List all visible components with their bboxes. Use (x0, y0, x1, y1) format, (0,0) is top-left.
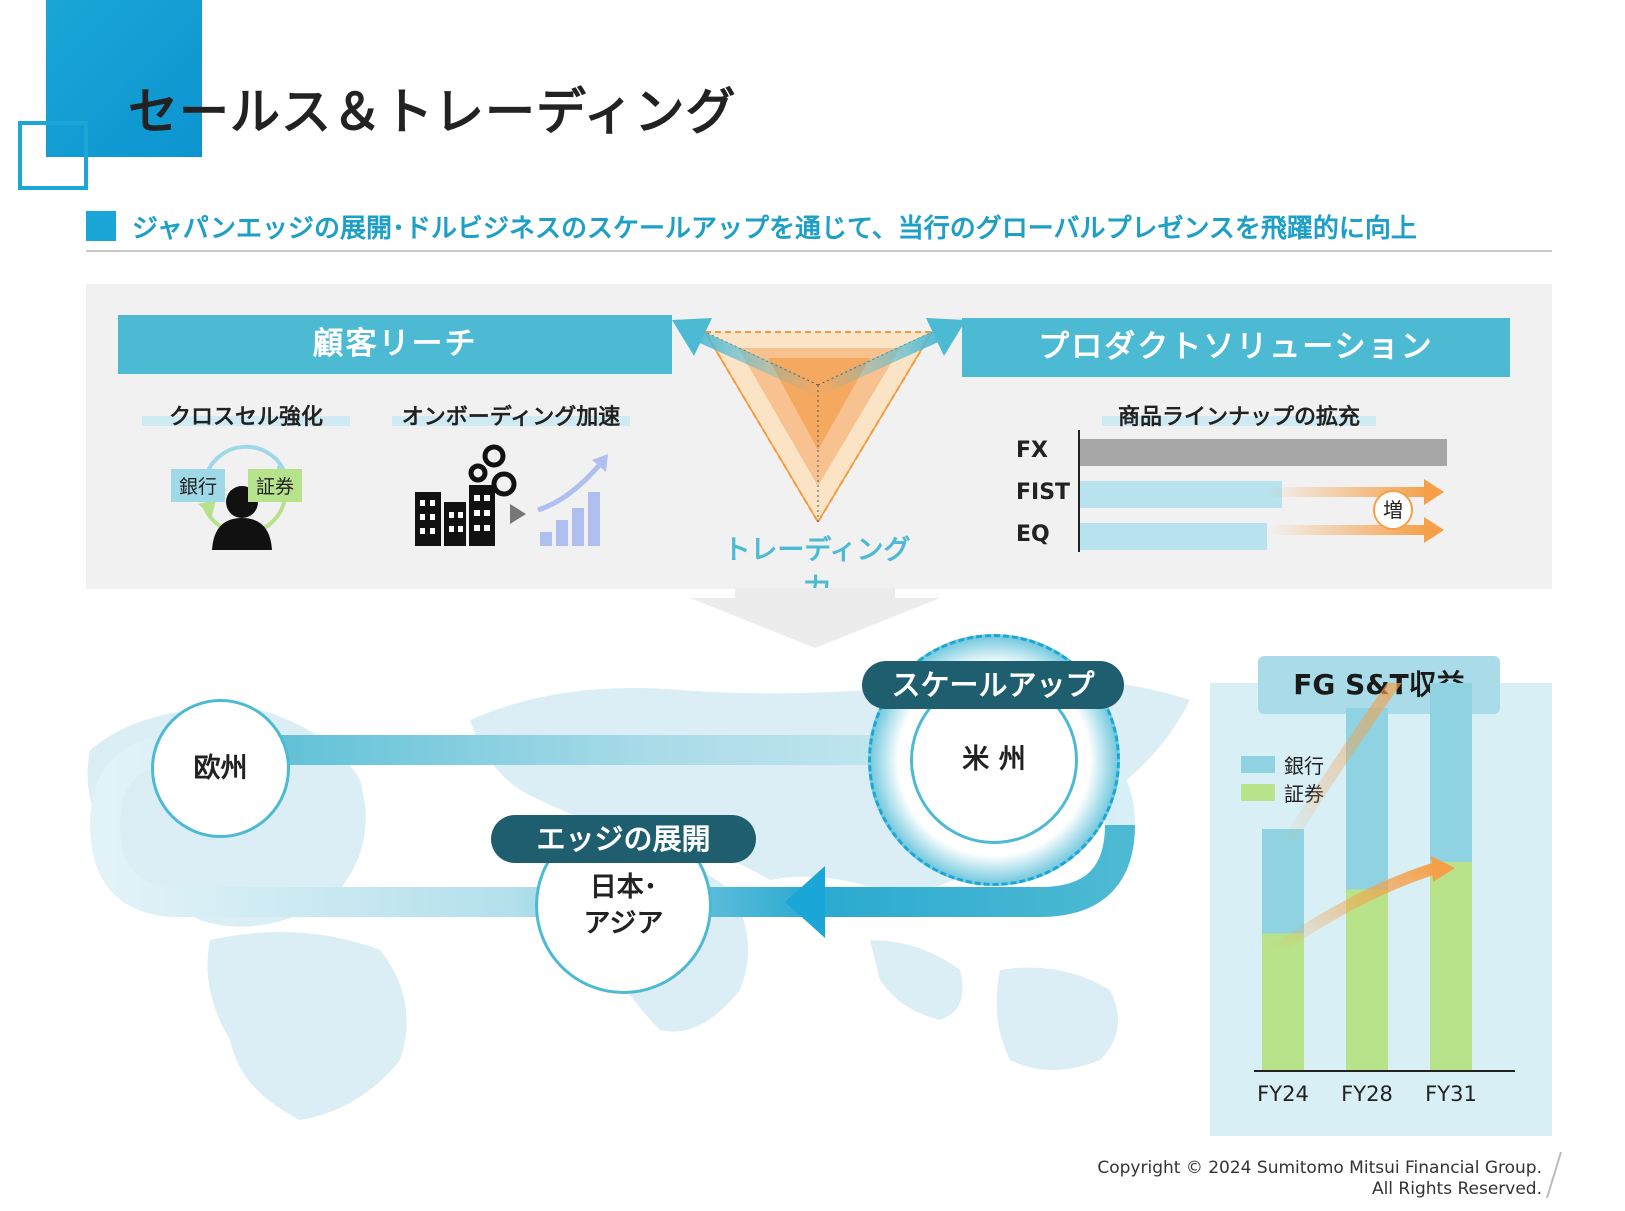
header-blue-square (46, 0, 202, 157)
subtitle-rule (86, 250, 1552, 252)
scale-up-pill: スケールアップ (862, 661, 1124, 709)
cross-sell-highlight (142, 416, 350, 426)
growth-arrow-bank (1277, 683, 1402, 853)
copyright-line1: Copyright © 2024 Sumitomo Mitsui Financi… (1097, 1158, 1542, 1178)
bar-securities (1346, 889, 1388, 1071)
onboarding-icon (415, 444, 608, 546)
x-tick-label: FY24 (1257, 1082, 1309, 1106)
copyright: Copyright © 2024 Sumitomo Mitsui Financi… (1097, 1158, 1542, 1200)
product-bar-axis (1078, 430, 1080, 552)
header-outline-square (18, 121, 88, 190)
europe-node: 欧州 (151, 699, 290, 838)
copyright-line2: All Rights Reserved. (1371, 1179, 1542, 1199)
product-bar-label: FX (1016, 438, 1048, 463)
lineup-highlight (1102, 416, 1376, 426)
trading-triangle-diagram (672, 318, 966, 524)
japan-asia-line2: アジア (583, 907, 664, 939)
bar-securities (1430, 862, 1472, 1071)
legend-swatch-securities (1241, 784, 1275, 801)
bar-securities (1262, 933, 1304, 1071)
subtitle-marker (86, 211, 116, 241)
cross-sell-label: クロスセル強化 (168, 405, 323, 430)
x-tick-label: FY28 (1341, 1082, 1393, 1106)
page-title: セールス＆トレーディング (128, 83, 737, 141)
cross-sell-tag-bank: 銀行 (171, 469, 226, 502)
product-bar (1080, 481, 1282, 508)
flow-down-chevron (690, 588, 940, 648)
cross-sell-tag-securities: 証券 (248, 469, 303, 502)
product-bar (1080, 523, 1267, 550)
product-solution-banner: プロダクトソリューション (962, 318, 1510, 377)
page-subtitle: ジャパンエッジの展開･ドルビジネスのスケールアップを通じて、当行のグローバルプレ… (132, 214, 1417, 244)
increase-arrows (1268, 479, 1444, 543)
legend-swatch-bank (1241, 756, 1275, 773)
product-bar-label: EQ (1016, 522, 1050, 547)
legend-label-bank: 銀行 (1284, 754, 1324, 778)
onboarding-label: オンボーディング加速 (401, 405, 621, 430)
footer-slash (1546, 1151, 1562, 1199)
product-bar (1080, 439, 1447, 466)
x-tick-label: FY31 (1425, 1082, 1477, 1106)
customer-reach-banner: 顧客リーチ (118, 315, 672, 374)
onboarding-highlight (392, 416, 630, 426)
japan-asia-line1: 日本･ (589, 871, 658, 903)
edge-expansion-pill: エッジの展開 (491, 815, 756, 863)
growth-arrow-securities (1269, 860, 1445, 957)
growth-arrowhead-securities (1431, 856, 1455, 882)
revenue-chart: FY24 FY28 FY31 (1254, 683, 1515, 1106)
bar-bank (1430, 683, 1472, 862)
increase-badge: 増 (1373, 490, 1413, 530)
product-bar-label: FIST (1016, 480, 1071, 505)
lineup-label: 商品ラインナップの拡充 (1117, 405, 1360, 430)
